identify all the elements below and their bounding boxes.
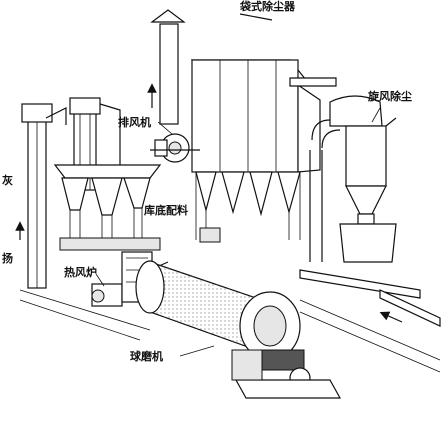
cyclone <box>329 95 397 263</box>
label-hot-air-furnace: 热风炉 <box>64 265 97 279</box>
label-silo: 库底配料 <box>144 203 188 217</box>
ball-mill <box>135 260 342 399</box>
ducting <box>150 77 341 262</box>
label-ball-mill: 球磨机 <box>130 349 163 363</box>
label-lift: 扬 <box>2 251 13 265</box>
label-cyclone: 旋风除尘 <box>367 89 412 103</box>
batching-hoppers <box>53 164 162 251</box>
bag-filter <box>190 13 321 243</box>
ground-lines <box>19 289 441 373</box>
right-conveyor <box>299 269 441 327</box>
label-ash: 灰 <box>2 173 13 187</box>
exhaust-stack <box>147 9 190 163</box>
leader-lines <box>95 107 381 357</box>
left-elevator <box>15 103 67 289</box>
label-exhaust-fan: 排风机 <box>118 115 151 129</box>
label-bag-filter: 袋式除尘器 <box>239 0 296 13</box>
